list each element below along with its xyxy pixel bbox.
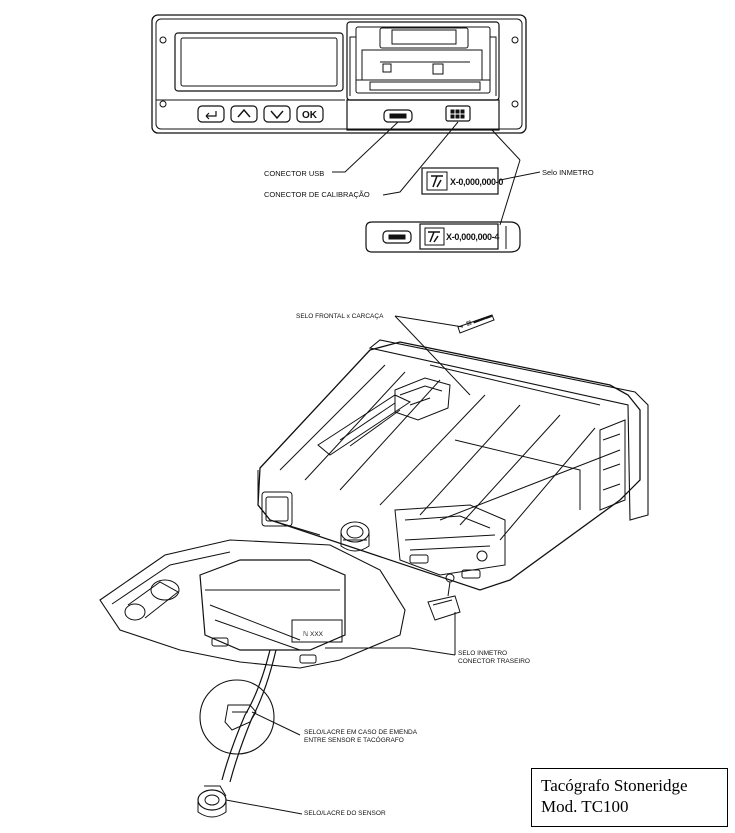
inmetro-seal-sticker: X-0,000,000-0	[421, 167, 504, 195]
screw-icon	[511, 100, 519, 108]
sealed-connector-panel: X-0,000,000-4	[365, 221, 521, 253]
inmetro-leader-line	[499, 171, 541, 181]
screw-icon	[159, 36, 167, 44]
up-button[interactable]	[230, 105, 258, 123]
front-seal-label: SELO FRONTAL x CARCAÇA	[296, 313, 384, 320]
display-screen	[174, 32, 344, 92]
calibration-connector-icon	[445, 105, 471, 122]
seal-code: X-0,000,000-0	[450, 177, 503, 187]
screw-icon	[159, 100, 167, 108]
front-seal-sticker: ⊠ ▬▬▬	[457, 312, 495, 334]
tachograph-front-view: OK	[151, 14, 527, 134]
calibration-connector-label: CONECTOR DE CALIBRAÇÃO	[264, 190, 370, 199]
screw-icon	[511, 36, 519, 44]
caption-model: Mod. TC100	[541, 797, 629, 816]
back-button[interactable]	[197, 105, 225, 123]
connector-panel	[346, 99, 500, 131]
splice-seal-label-1: SELO/LACRE EM CASO DE EMENDA	[304, 729, 418, 736]
screw-icon	[445, 573, 455, 583]
splice-seal-leader-line	[251, 711, 301, 736]
caption-title: Tacógrafo Stoneridge	[541, 776, 688, 795]
rear-seal-label-2: CONECTOR TRASEIRO	[458, 658, 530, 665]
seal-code-applied: X-0,000,000-4	[446, 232, 499, 242]
sensor-seal-label: SELO/LACRE DO SENSOR	[304, 810, 386, 817]
caption-box: Tacógrafo Stoneridge Mod. TC100	[531, 768, 728, 827]
down-button[interactable]	[263, 105, 291, 123]
splice-detail-circle	[199, 679, 275, 755]
calibration-leader-line	[382, 121, 459, 196]
sensor-seal-leader-line	[225, 799, 303, 815]
tachograph-isometric-view	[257, 339, 649, 597]
ok-button[interactable]: OK	[296, 105, 324, 123]
inmetro-seal-label: Selo INMETRO	[542, 168, 594, 177]
rear-seal-leader-line	[325, 647, 456, 656]
ok-button-label: OK	[302, 110, 318, 121]
usb-connector-icon	[383, 109, 413, 123]
sensor-cable-assembly: ℕ XXX	[99, 539, 406, 818]
svg-text:ℕ XXX: ℕ XXX	[303, 630, 324, 638]
front-seal-leader-line	[394, 315, 464, 328]
rear-inmetro-seal-piece	[427, 595, 461, 621]
splice-seal-label-2: ENTRE SENSOR E TACÓGRAFO	[304, 735, 404, 744]
usb-leader-line	[332, 121, 399, 173]
usb-connector-label: CONECTOR USB	[264, 169, 324, 178]
rear-seal-label-1: SELO INMETRO	[458, 650, 507, 657]
printer-drawer	[346, 21, 500, 101]
